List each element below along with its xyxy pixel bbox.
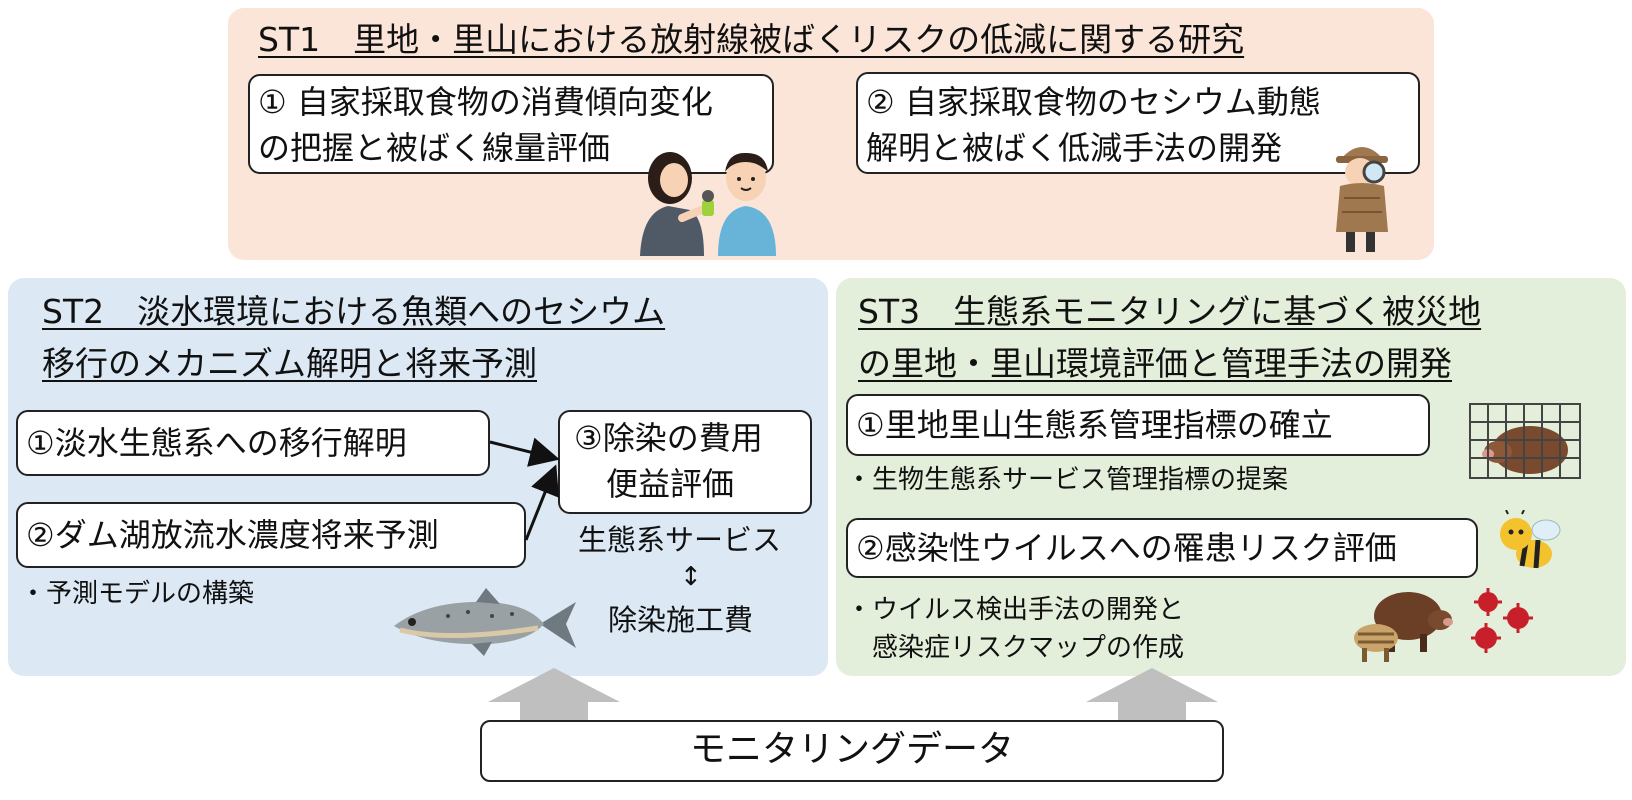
st2-item2-box [16,502,526,568]
st2-item3-line1: ③除染の費用 [574,419,763,457]
tradeoff-arrow-icon: ↕ [680,562,702,592]
up-arrow-left-icon [488,668,620,730]
tradeoff-ecosystem-services: 生態系サービス [578,523,782,557]
st1-item2-line2: 解明と被ばく低減手法の開発 [866,129,1283,167]
detective-illustration-icon [1336,147,1388,252]
st2-item3-line2: 便益評価 [606,465,735,503]
st3-note2-line1: ・ウイルス検出手法の開発と [846,595,1185,625]
st1-item2-box [856,72,1420,174]
monitoring-data-label: モニタリングデータ [689,729,1014,770]
st1-item1-line1: ① 自家採取食物の消費傾向変化 [258,83,713,121]
st2-item2-label: ②ダム湖放流水濃度将来予測 [26,516,439,554]
virus-illustration-icon [1471,588,1533,653]
st2-title-line2: 移行のメカニズム解明と将来予測 [42,344,537,383]
monitoring-data-box [480,720,1224,782]
st2-item3-box [558,410,812,514]
st3-note2-line2: 感染症リスクマップの作成 [846,633,1185,663]
st1-item1-line2: の把握と被ばく線量評価 [258,129,611,167]
st1-title: ST1 里地・里山における放射線被ばくリスクの低減に関する研究 [258,20,1245,59]
st3-item1-label: ①里地里山生態系管理指標の確立 [856,406,1333,444]
merge-arrows-icon [489,437,560,541]
st3-title-line1: ST3 生態系モニタリングに基づく被災地 [858,292,1482,331]
st2-item1-label: ①淡水生態系への移行解明 [26,424,407,462]
st3-item2-label: ②感染性ウイルスへの罹患リスク評価 [856,529,1397,567]
fish-illustration-icon [394,588,576,656]
caged-boar-illustration-icon [1469,403,1581,479]
up-arrow-right-icon [1086,668,1218,730]
boar-family-illustration-icon [1354,592,1453,662]
bee-illustration-icon [1500,510,1561,569]
tradeoff-decontamination-cost: 除染施工費 [608,603,754,637]
st1-item2-line1: ② 自家採取食物のセシウム動態 [866,83,1321,121]
st3-item2-box [846,518,1478,578]
st2-title-line1: ST2 淡水環境における魚類へのセシウム [42,292,666,331]
st3-title-line2: の里地・里山環境評価と管理手法の開発 [858,344,1452,383]
interview-illustration-icon [640,152,776,256]
st2-item1-box [16,410,490,476]
st1-item1-box [248,74,774,174]
st3-item1-box [846,394,1430,456]
st3-note1: ・生物生態系サービス管理指標の提案 [846,465,1289,495]
st2-note: ・予測モデルの構築 [20,579,255,609]
